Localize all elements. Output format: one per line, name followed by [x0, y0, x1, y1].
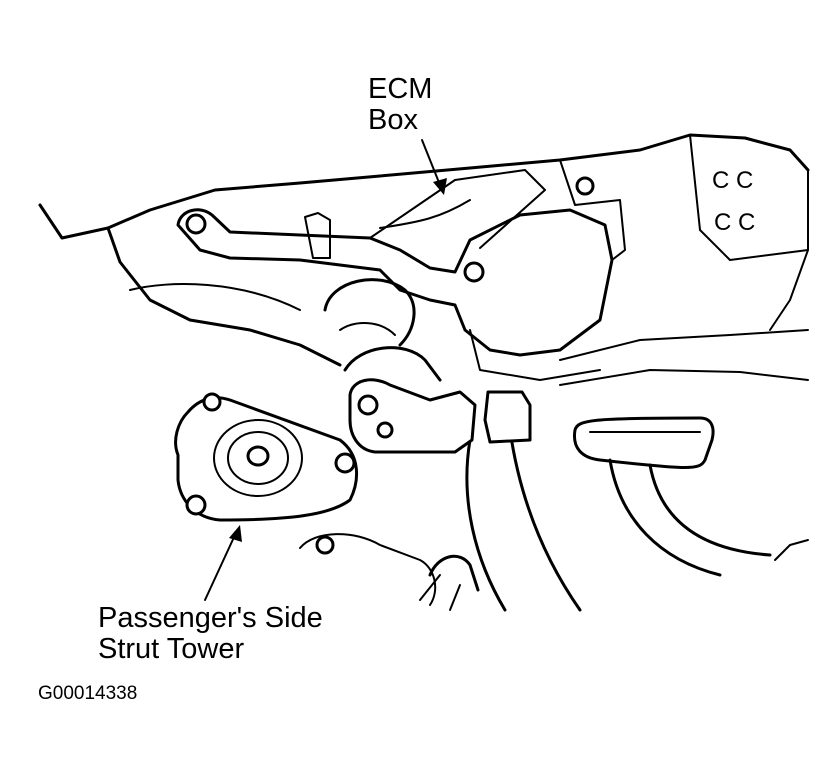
- strut-arrowhead: [229, 525, 242, 542]
- mounting-bolt: [185, 213, 207, 235]
- strut-stud: [202, 392, 222, 412]
- leader-arrows: [204, 139, 447, 601]
- body-outline: C C C C: [38, 133, 810, 367]
- body-marking: C C: [712, 167, 753, 194]
- strut-stud: [185, 494, 207, 516]
- strut-tower: [174, 392, 359, 522]
- ecm-box-label: ECM Box: [368, 74, 432, 136]
- ecm-leader-line: [421, 139, 441, 186]
- lower-bolt: [315, 535, 335, 555]
- mounting-bolt: [463, 261, 485, 283]
- ecm-arrowhead: [433, 178, 447, 195]
- strut-center-nut: [246, 445, 270, 467]
- strut-label-line2: Strut Tower: [98, 633, 245, 665]
- hose-bracket: [348, 378, 532, 454]
- bracket-bolt: [376, 421, 394, 439]
- strut-leader-line: [204, 534, 236, 601]
- strut-label-line1: Passenger's Side: [98, 602, 323, 634]
- bracket-bolt: [357, 394, 379, 416]
- mounting-bolt: [575, 176, 595, 196]
- figure-id: G00014338: [38, 683, 138, 704]
- lower-components: [299, 533, 480, 611]
- hoses: [323, 278, 601, 612]
- ecm-box: [176, 159, 626, 357]
- right-components: [559, 329, 809, 577]
- strut-tower-label: Passenger's Side Strut Tower: [98, 603, 323, 665]
- strut-stud: [334, 452, 356, 474]
- ecm-label-line1: ECM: [368, 73, 433, 105]
- body-marking: C C: [714, 209, 755, 236]
- ecm-label-line2: Box: [368, 104, 418, 136]
